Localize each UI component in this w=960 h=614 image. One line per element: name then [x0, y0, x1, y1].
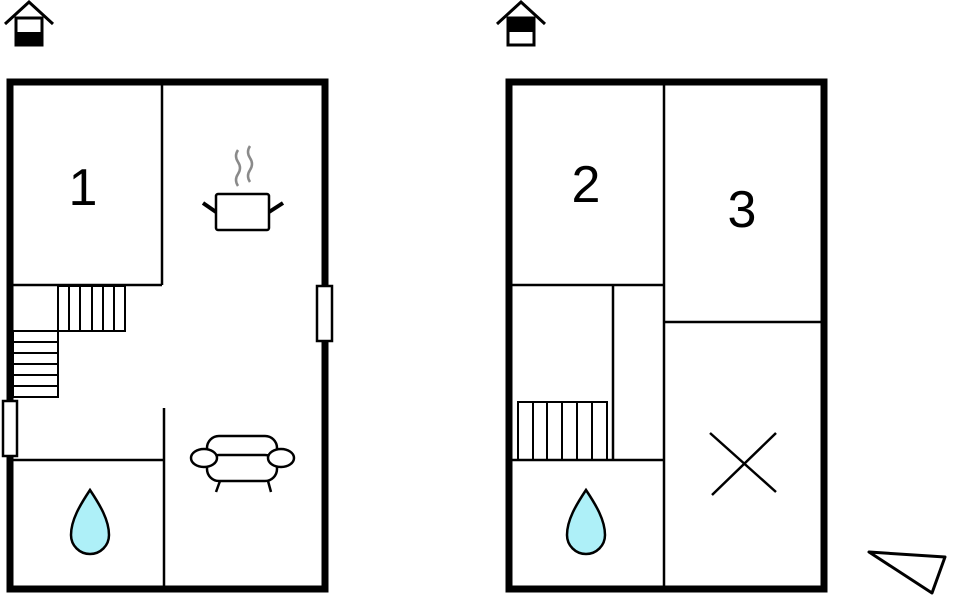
water-drop-icon	[565, 487, 607, 556]
room-label-1: 1	[68, 159, 98, 217]
west-door	[1, 399, 19, 458]
room-label-2: 2	[571, 156, 601, 214]
x-cross-icon	[709, 432, 777, 496]
stairs-icon	[12, 285, 126, 398]
stairs-icon	[517, 401, 608, 461]
ground-floor-plan	[1, 78, 334, 593]
water-drop-icon	[69, 487, 111, 556]
cooking-pot-icon	[201, 145, 285, 232]
north-arrow-icon	[867, 550, 947, 595]
exterior-walls	[505, 78, 828, 593]
room-label-3: 3	[727, 181, 757, 239]
house-icon-lower-level	[3, 0, 55, 47]
house-icon-upper-level	[495, 0, 547, 47]
sofa-icon	[189, 434, 296, 493]
upper-floor-plan	[505, 78, 828, 593]
east-door	[315, 284, 334, 343]
